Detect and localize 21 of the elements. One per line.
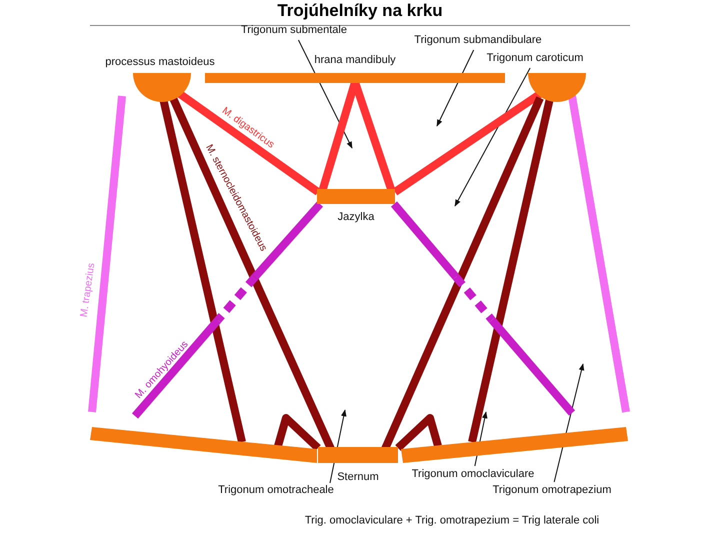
callout-label: Trigonum submandibulare: [410, 34, 546, 47]
callout-label: Trigonum caroticum: [482, 52, 588, 65]
bone-label: processus mastoideus: [104, 56, 216, 69]
muscle-band: [568, 95, 630, 413]
muscle-band: [392, 90, 542, 196]
bone-label: Jazylka: [336, 211, 376, 224]
leader-line: [436, 50, 474, 127]
callout-label: Trigonum omotrapezium: [488, 484, 616, 497]
edge-label: M. trapezius: [78, 262, 98, 318]
muscle-band: [390, 201, 576, 416]
title: Trojúhelníky na krku: [276, 0, 444, 22]
callout-label: Trigonum omoclaviculare: [407, 468, 539, 481]
bone-label: Sternum: [336, 471, 380, 484]
muscle-band: [88, 96, 126, 412]
leader-line: [454, 68, 531, 207]
muscle-band: [178, 90, 320, 196]
muscle-band: [132, 201, 323, 419]
callout-label: Trigonum omotracheale: [212, 484, 340, 497]
callout-label: Trigonum submentale: [236, 24, 352, 37]
note: Trig. omoclaviculare + Trig. omotrapezium = Trig laterale coli: [304, 514, 600, 528]
muscle-band: [468, 97, 554, 443]
